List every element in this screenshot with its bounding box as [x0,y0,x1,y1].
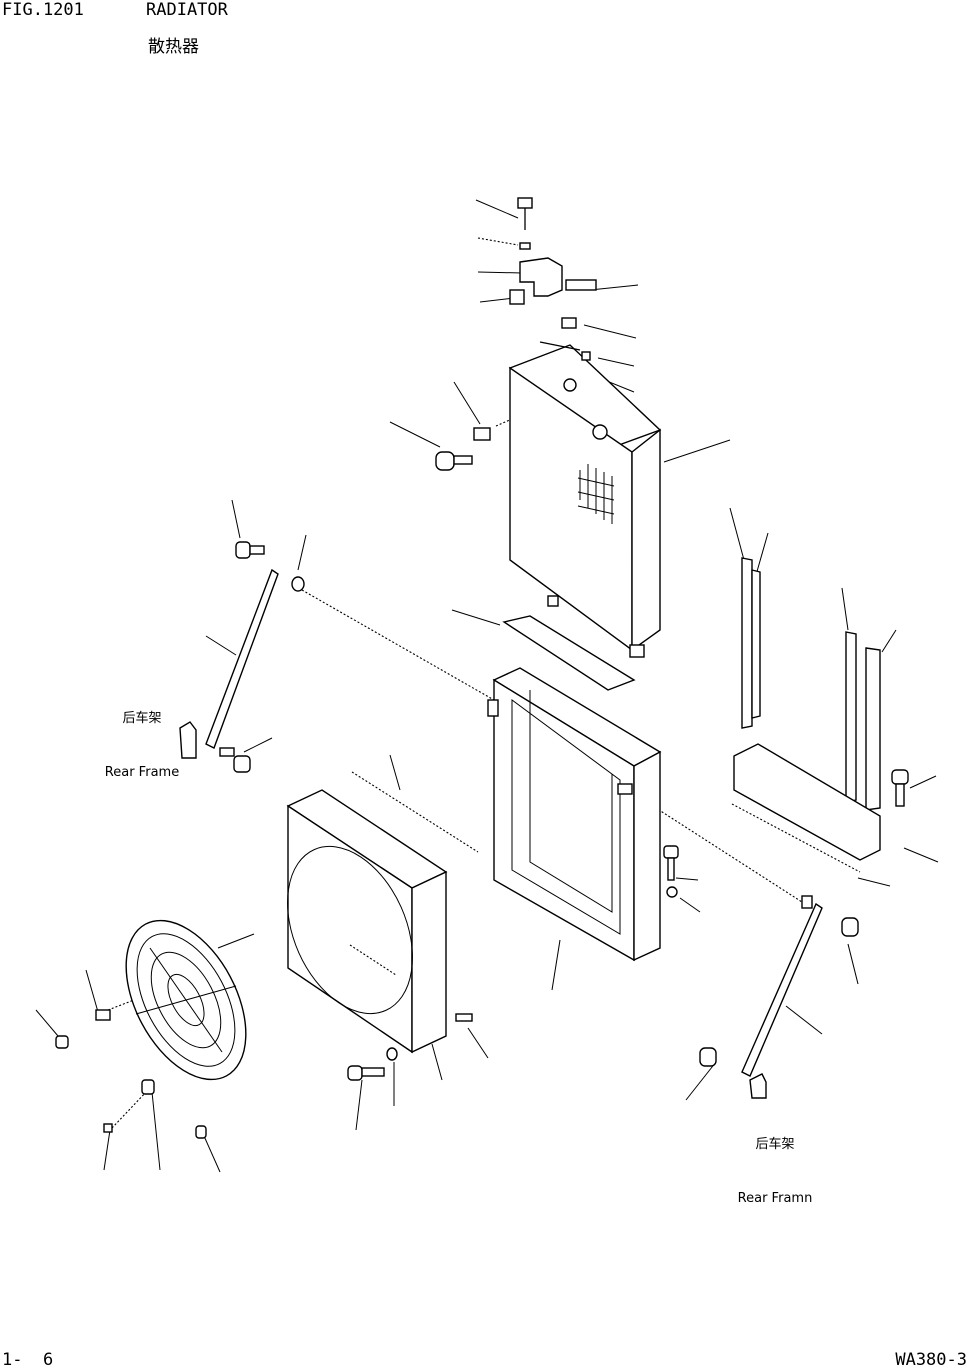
leader-lines [35,199,939,1173]
gasket-plate [502,615,636,691]
upper-hose-group [509,197,597,305]
rear-frame-label-left-cn: 后车架 [122,711,162,726]
figure-title: RADIATOR [146,0,228,20]
fan-shroud [286,771,479,1081]
radiator-core [508,317,662,658]
side-bolt-assembly [435,427,491,471]
figure-title-chinese: 散热器 [148,37,199,57]
right-stay-rod [699,902,823,1099]
left-stay-rod [179,541,305,773]
rear-frame-label-left-en: Rear Frame [104,765,180,780]
right-brackets [731,557,909,937]
model-number: WA380-3 [895,1350,967,1370]
rear-frame-label-left: 后车架 Rear Frame [92,674,192,800]
radiator-frame [487,667,662,962]
core-fin-grid [577,464,615,524]
rear-frame-label-right-en: Rear Framn [737,1191,813,1206]
page-number: 1- 6 [2,1350,54,1370]
figure-number: FIG.1201 [2,0,84,20]
rear-frame-label-right: 后车架 Rear Framn [720,1100,830,1226]
fan-guard [55,919,247,1139]
frame-bolts [663,845,679,898]
rear-frame-label-right-cn: 后车架 [755,1137,795,1152]
